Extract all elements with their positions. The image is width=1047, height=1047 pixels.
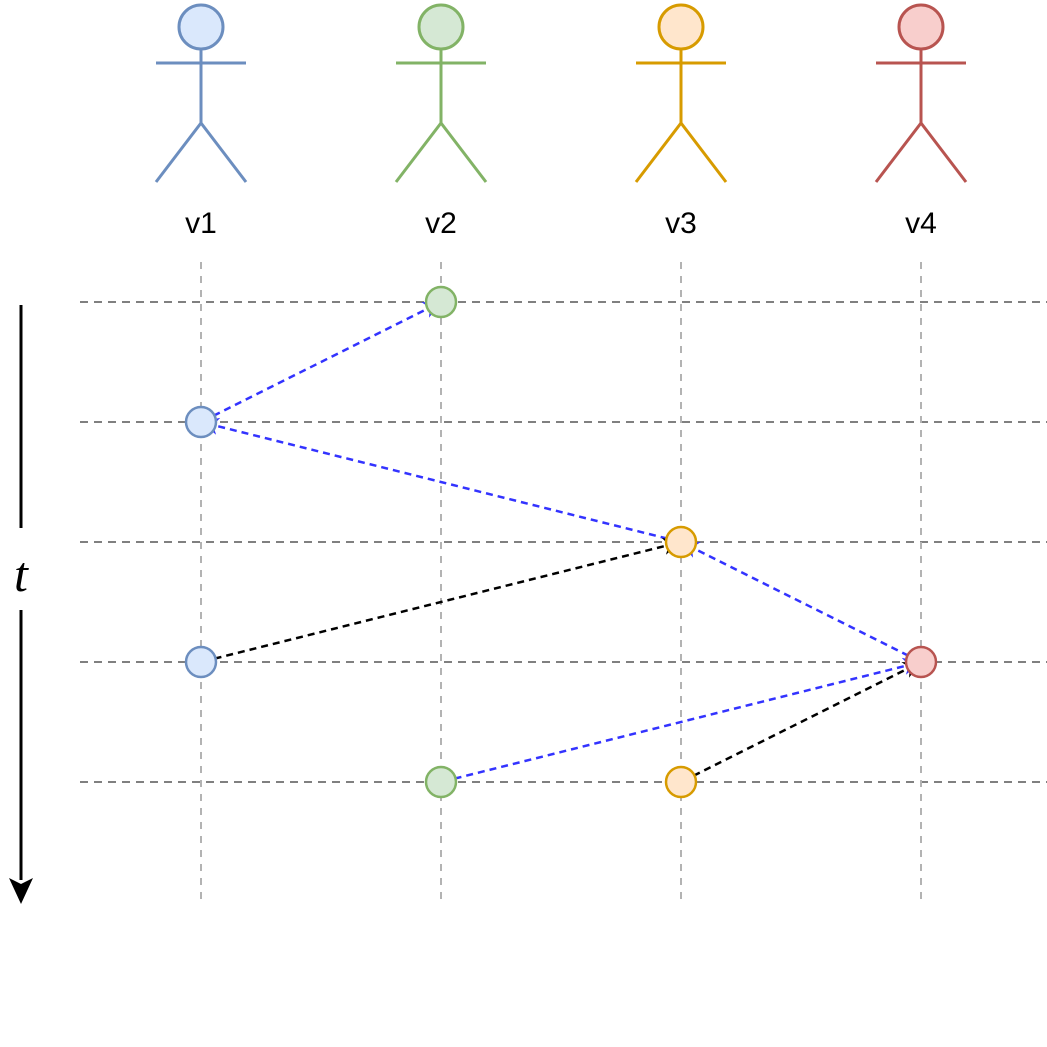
message-e4-to-e3 bbox=[202, 537, 681, 663]
actor-left-leg bbox=[154, 122, 203, 183]
actor-right-leg bbox=[679, 122, 728, 183]
actor-label-v1: v1 bbox=[185, 207, 217, 240]
actor-v2: v2 bbox=[394, 3, 488, 240]
message-e3-to-e2 bbox=[201, 417, 680, 543]
time-axis-arrowhead bbox=[9, 878, 33, 904]
actor-left-leg bbox=[394, 122, 443, 183]
message-e6-to-e5 bbox=[442, 657, 921, 783]
actor-v4: v4 bbox=[874, 3, 968, 240]
events bbox=[184, 285, 938, 799]
actor-label-v3: v3 bbox=[665, 207, 697, 240]
message-e2-to-e1 bbox=[202, 301, 441, 423]
actor-head bbox=[657, 3, 705, 51]
time-gridlines bbox=[80, 301, 1047, 783]
actor-head bbox=[177, 3, 225, 51]
lifelines bbox=[200, 262, 922, 900]
messages bbox=[201, 301, 921, 783]
event-e1 bbox=[424, 285, 458, 319]
actor-head bbox=[417, 3, 465, 51]
message-e5-to-e3 bbox=[681, 541, 920, 663]
actor-v3: v3 bbox=[634, 3, 728, 240]
actor-label-v4: v4 bbox=[905, 207, 937, 240]
message-e7-to-e5 bbox=[682, 661, 921, 783]
actor-v1: v1 bbox=[154, 3, 248, 240]
actor-right-leg bbox=[199, 122, 248, 183]
time-axis: t bbox=[9, 305, 33, 904]
event-e2 bbox=[184, 405, 218, 439]
time-axis-label: t bbox=[14, 546, 29, 602]
event-e3 bbox=[664, 525, 698, 559]
event-e4 bbox=[184, 645, 218, 679]
event-e6 bbox=[424, 765, 458, 799]
actor-head bbox=[897, 3, 945, 51]
actor-label-v2: v2 bbox=[425, 207, 457, 240]
actor-left-leg bbox=[874, 122, 923, 183]
event-e5 bbox=[904, 645, 938, 679]
actor-left-leg bbox=[634, 122, 683, 183]
event-e7 bbox=[664, 765, 698, 799]
actor-right-leg bbox=[439, 122, 488, 183]
actors: v1 v2 v3 v4 bbox=[154, 3, 968, 240]
actor-right-leg bbox=[919, 122, 968, 183]
